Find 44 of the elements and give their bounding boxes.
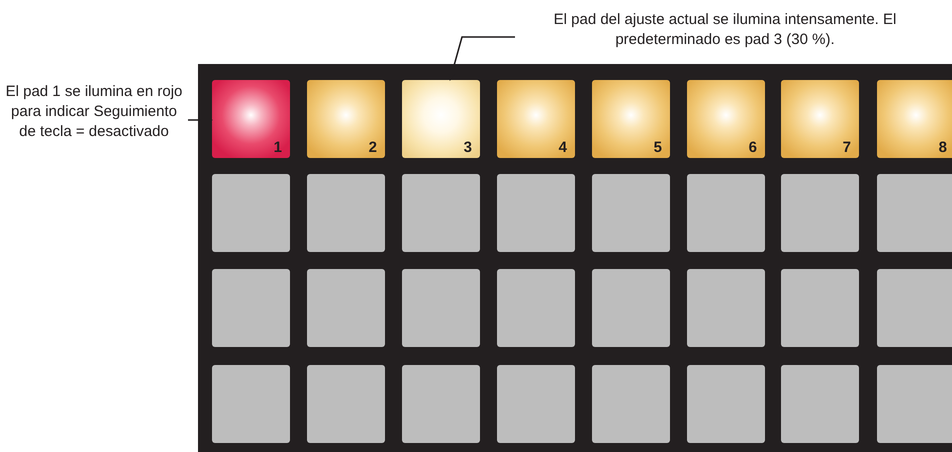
pad-number: 5 — [654, 139, 662, 156]
pad-number: 6 — [748, 139, 757, 156]
lit-pad-button — [212, 80, 290, 158]
pad-button — [687, 174, 765, 252]
pad-button — [402, 365, 480, 443]
pad-number: 4 — [558, 139, 567, 156]
leader-line — [188, 116, 213, 124]
pad-button — [307, 269, 385, 347]
callout-text: El pad 1 se ilumina en rojo para indicar Seguimiento de tecla = desactivado — [4, 82, 184, 142]
pad-button — [307, 365, 385, 443]
pad-button — [781, 365, 859, 443]
pad-button — [402, 174, 480, 252]
lit-pad-button — [307, 80, 385, 158]
pad-button — [592, 174, 670, 252]
pad-button — [592, 365, 670, 443]
pad-button — [497, 269, 575, 347]
lit-pad-button — [877, 80, 952, 158]
leader-line — [448, 36, 515, 81]
pad-button — [212, 365, 290, 443]
pad-number: 2 — [368, 139, 377, 156]
pad-number: 7 — [842, 139, 851, 156]
callout-text: El pad del ajuste actual se ilumina intensamente. El predeterminado es pad 3 (30 %). — [540, 10, 910, 50]
pad-button — [687, 269, 765, 347]
pad-button — [592, 269, 670, 347]
pad-button — [687, 365, 765, 443]
pad-button — [781, 269, 859, 347]
pad-number: 8 — [938, 139, 947, 156]
pad-button — [307, 174, 385, 252]
lit-pad-button — [402, 80, 480, 158]
lit-pad-button — [781, 80, 859, 158]
lit-pad-button — [592, 80, 670, 158]
pad-button — [877, 174, 952, 252]
pad-button — [212, 174, 290, 252]
pad-button — [497, 174, 575, 252]
pad-button — [212, 269, 290, 347]
pad-button — [402, 269, 480, 347]
pad-button — [497, 365, 575, 443]
pad-button — [877, 269, 952, 347]
pad-number: 3 — [464, 139, 472, 156]
lit-pad-button — [687, 80, 765, 158]
pad-number: 1 — [274, 139, 282, 156]
lit-pad-button — [497, 80, 575, 158]
pad-button — [877, 365, 952, 443]
pad-button — [781, 174, 859, 252]
